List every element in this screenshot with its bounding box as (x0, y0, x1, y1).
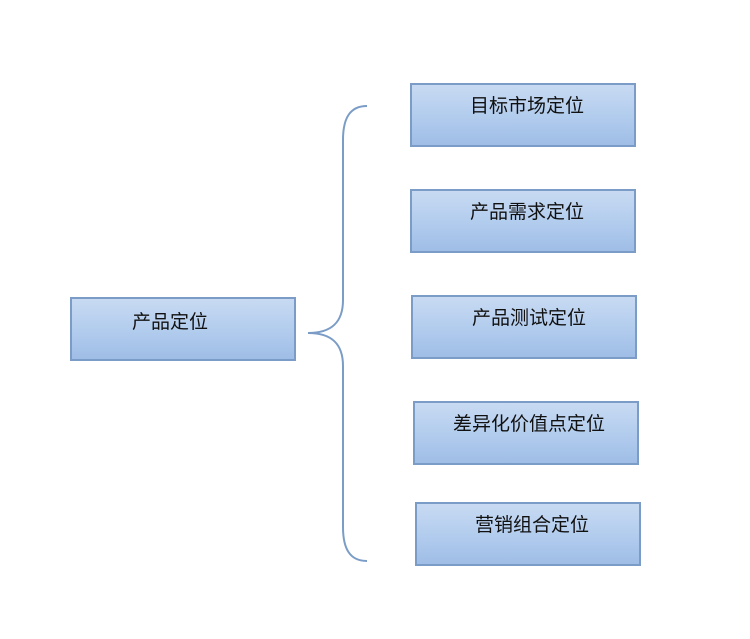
child-node-differentiation: 差异化价值点定位 (413, 401, 639, 465)
child-node-label: 目标市场定位 (470, 95, 585, 117)
child-node-label: 差异化价值点定位 (453, 413, 606, 435)
child-node-label: 产品测试定位 (472, 307, 587, 329)
child-node-product-demand: 产品需求定位 (410, 189, 636, 253)
root-node: 产品定位 (70, 297, 296, 361)
child-node-label: 营销组合定位 (475, 514, 590, 536)
child-node-target-market: 目标市场定位 (410, 83, 636, 147)
child-node-product-testing: 产品测试定位 (411, 295, 637, 359)
child-node-marketing-mix: 营销组合定位 (415, 502, 641, 566)
child-node-label: 产品需求定位 (470, 201, 585, 223)
root-node-label: 产品定位 (132, 311, 209, 333)
